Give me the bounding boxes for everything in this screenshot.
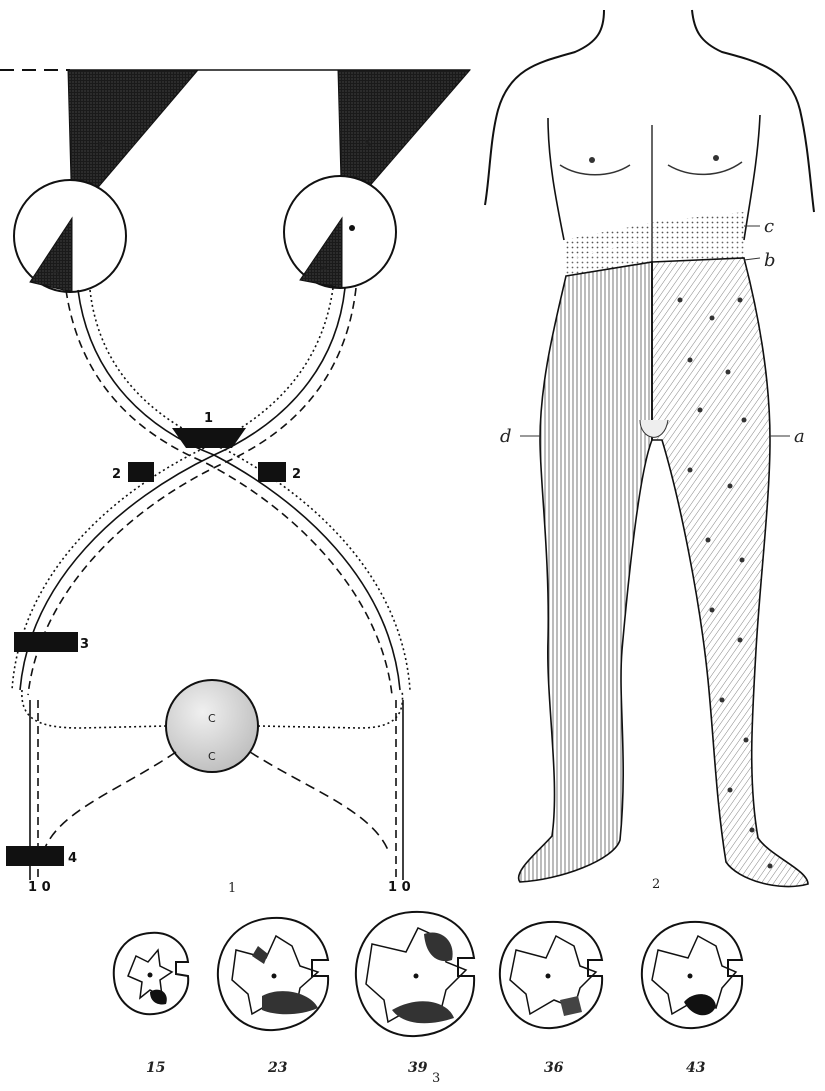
leg-left-zone-d [519, 262, 652, 882]
section-label-3: 39 [408, 1060, 428, 1076]
letter-c: c [764, 216, 774, 237]
figure-1-optic-pathway: B A B A 1 2 2 3 C C [0, 70, 470, 896]
left-field-label-a: A [52, 265, 60, 278]
center-label-upper: C [208, 712, 216, 725]
lesion-label-1: 1 [204, 411, 213, 426]
leader-b [744, 258, 760, 260]
lesion-bar-2-left [128, 462, 154, 482]
section-label-4: 36 [544, 1060, 564, 1076]
section-label-1: 15 [146, 1060, 165, 1076]
figure-2-body: c b a d 2 [485, 10, 814, 892]
figure-2-caption: 2 [652, 877, 660, 892]
section-label-5: 43 [686, 1060, 706, 1076]
letter-b: b [764, 250, 776, 271]
right-field-label-b: B [364, 136, 372, 149]
lesion-label-2-right: 2 [292, 467, 301, 482]
bottom-label-right: 1 0 [388, 880, 411, 895]
cord-section-1 [114, 933, 188, 1014]
section-label-2: 23 [267, 1060, 288, 1076]
cord-section-5 [642, 922, 742, 1028]
body-shoulders-outline [485, 10, 814, 212]
lesion-bar-2-right [258, 462, 286, 482]
right-eye-dot [349, 225, 355, 231]
cord-section-2 [218, 918, 328, 1030]
nipple-left [589, 157, 595, 163]
lesion-bar-3 [14, 632, 78, 652]
center-label-lower: C [208, 750, 216, 763]
figure-3-spinal-sections: 15 23 39 3 36 43 [114, 912, 742, 1086]
figure-3-caption: 3 [432, 1071, 440, 1086]
lesion-bar-4 [6, 846, 64, 866]
right-field-label-a: A [320, 262, 328, 275]
lesion-label-2-left: 2 [112, 467, 121, 482]
cord-section-3 [356, 912, 474, 1036]
left-field-label-b: B [98, 140, 106, 153]
lesion-label-4: 4 [68, 851, 77, 866]
lesion-label-3: 3 [80, 637, 89, 652]
cord-section-4 [500, 922, 602, 1028]
figure-1-caption: 1 [228, 881, 236, 896]
chest-left [560, 165, 630, 175]
nipple-right [713, 155, 719, 161]
chest-right [668, 162, 742, 174]
letter-a: a [794, 426, 805, 447]
bottom-label-left: 1 0 [28, 880, 51, 895]
letter-d: d [500, 426, 512, 447]
